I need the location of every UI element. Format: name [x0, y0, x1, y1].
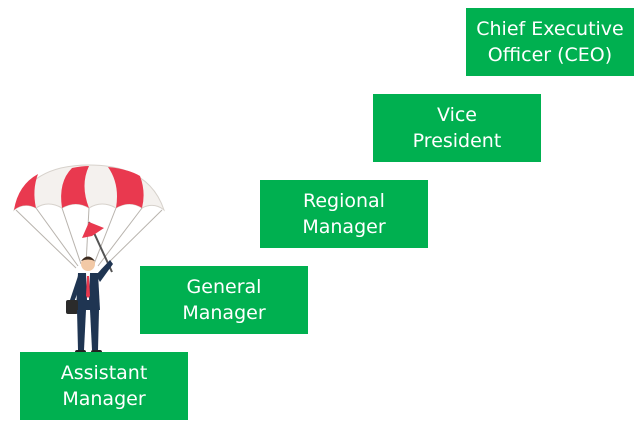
step-label: Chief Executive Officer (CEO): [476, 18, 624, 66]
step-assistant-manager: Assistant Manager: [20, 352, 188, 420]
step-ceo: Chief Executive Officer (CEO): [466, 8, 634, 76]
step-label: Vice President: [412, 104, 502, 152]
step-vice-president: Vice President: [373, 94, 541, 162]
step-general-manager: General Manager: [140, 266, 308, 334]
step-regional-manager: Regional Manager: [260, 180, 428, 248]
step-label: Regional Manager: [302, 190, 386, 238]
parachute-businessman-icon: [4, 160, 174, 360]
step-label: Assistant Manager: [60, 362, 148, 410]
parachute-canopy: [12, 164, 166, 212]
step-label: General Manager: [182, 276, 266, 324]
